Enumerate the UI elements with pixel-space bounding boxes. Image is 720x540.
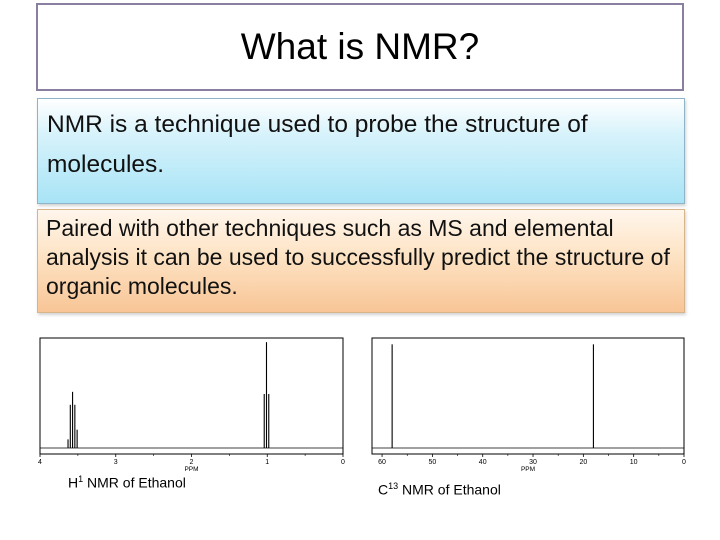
h1-caption-text: NMR of Ethanol xyxy=(83,474,186,491)
h1-plot-frame xyxy=(39,337,344,455)
c13-tick-label-2: 40 xyxy=(479,459,487,466)
c13-tick-label-0: 60 xyxy=(378,459,386,466)
point-box-definition: NMR is a technique used to probe the str… xyxy=(37,98,685,204)
c13-tick-label-5: 10 xyxy=(630,459,638,466)
c13-caption-text: NMR of Ethanol xyxy=(398,481,501,498)
h1-tick-label-3: 1 xyxy=(265,459,269,466)
c13-tick-label-3: 30 xyxy=(529,459,537,466)
h1-tick-label-0: 4 xyxy=(38,459,42,466)
point-uses-text: Paired with other techniques such as MS … xyxy=(46,215,670,299)
h1-tick-label-4: 0 xyxy=(341,459,345,466)
h1-tick-label-2: 2 xyxy=(190,459,194,466)
c13-tick-label-4: 20 xyxy=(579,459,587,466)
c13-caption-superscript: 13 xyxy=(388,481,399,491)
h1-caption-prefix: H xyxy=(68,474,79,491)
h1-nmr-caption: H1 NMR of Ethanol xyxy=(68,474,186,491)
slide-title: What is NMR? xyxy=(240,26,480,67)
point-box-uses: Paired with other techniques such as MS … xyxy=(37,209,685,313)
c13-plot-frame xyxy=(371,337,685,455)
h1-axis-label: PPM xyxy=(184,466,198,473)
c13-caption-prefix: C xyxy=(378,481,389,498)
slide-title-box: What is NMR? xyxy=(36,3,684,91)
c13-nmr-caption: C13 NMR of Ethanol xyxy=(378,481,501,498)
c13-tick-label-1: 50 xyxy=(428,459,436,466)
c13-tick-label-6: 0 xyxy=(682,459,686,466)
c13-axis-label: PPM xyxy=(521,466,535,473)
h1-caption-superscript: 1 xyxy=(78,474,84,484)
point-definition-text: NMR is a technique used to probe the str… xyxy=(47,111,588,178)
h1-tick-label-1: 3 xyxy=(114,459,118,466)
